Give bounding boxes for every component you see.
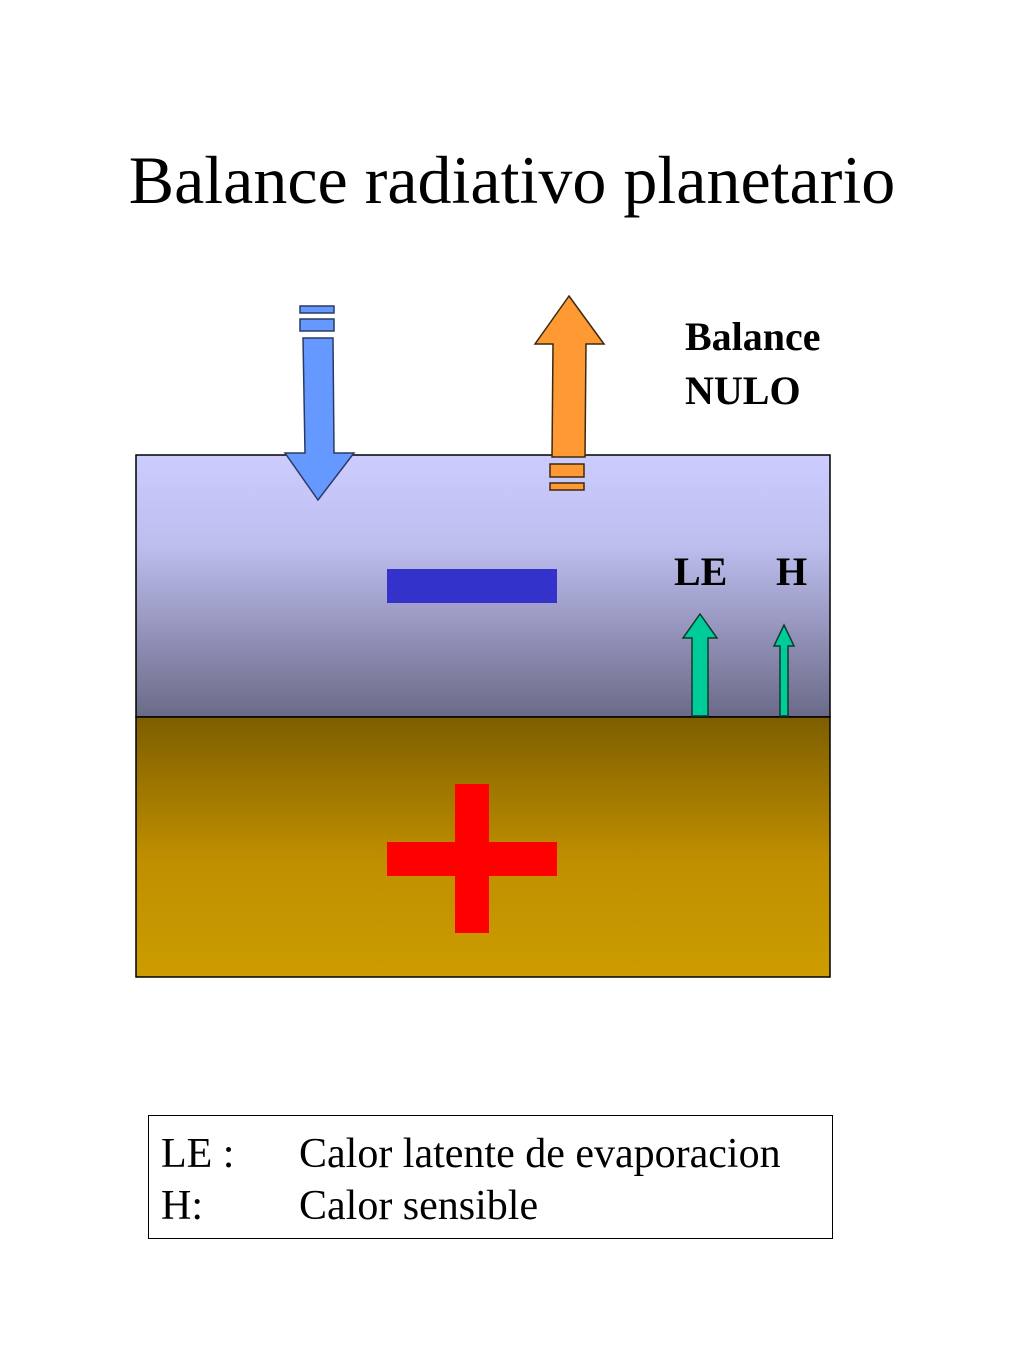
incoming-radiation-arrow bbox=[283, 305, 356, 502]
balance-note: Balance NULO bbox=[685, 310, 821, 418]
legend-row-sensible: H: Calor sensible bbox=[161, 1180, 832, 1232]
outgoing-radiation-arrow bbox=[533, 294, 606, 491]
balance-note-line2: NULO bbox=[685, 368, 801, 413]
sensible-heat-arrow-icon bbox=[772, 623, 796, 717]
legend-key: LE : bbox=[161, 1131, 235, 1177]
legend-row-latent: LE : Calor latente de evaporacion bbox=[161, 1128, 832, 1180]
legend-description: Calor sensible bbox=[299, 1183, 539, 1229]
legend-box: LE : Calor latente de evaporacion H: Cal… bbox=[148, 1115, 833, 1239]
latent-heat-arrow-icon bbox=[681, 612, 719, 717]
minus-sign-icon bbox=[387, 569, 557, 603]
sensible-heat-label: H bbox=[776, 549, 808, 594]
legend-key: H: bbox=[161, 1183, 203, 1229]
legend-description: Calor latente de evaporacion bbox=[299, 1131, 781, 1177]
latent-heat-label: LE bbox=[674, 549, 728, 594]
plus-sign-icon bbox=[387, 784, 557, 933]
page-title: Balance radiativo planetario bbox=[128, 142, 896, 218]
balance-note-line1: Balance bbox=[685, 314, 821, 359]
